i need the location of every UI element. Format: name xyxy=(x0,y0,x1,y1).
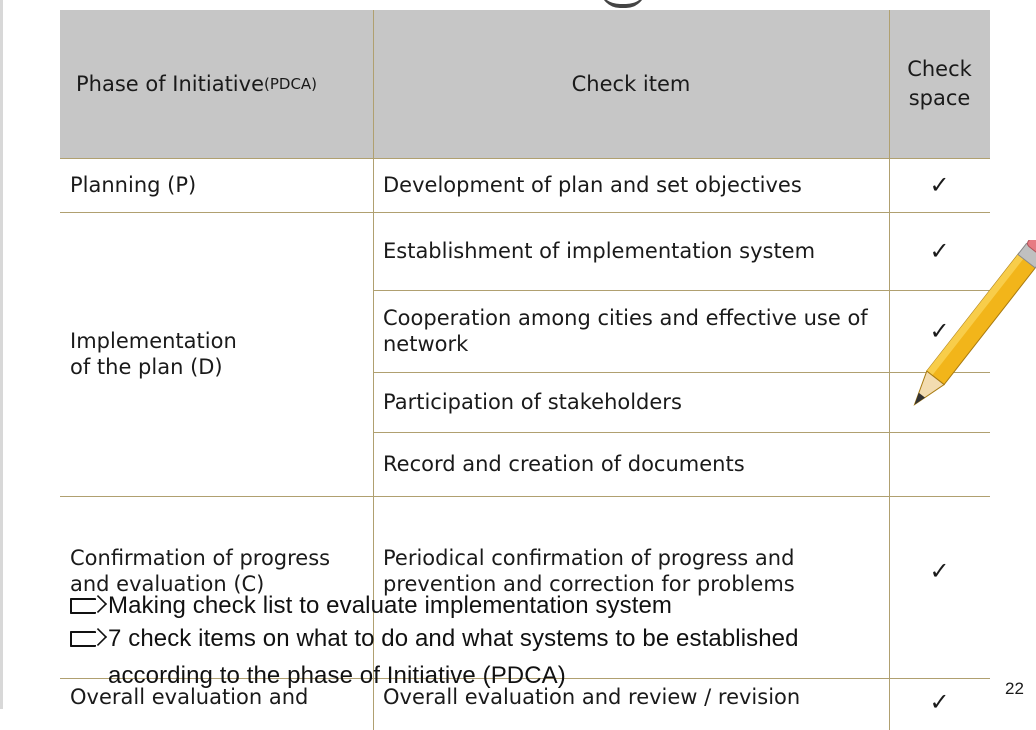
phase-cell-implementation: Implementation of the plan (D) xyxy=(70,328,237,379)
table-row: Cooperation among cities and effective u… xyxy=(60,290,990,372)
header-phase: Phase of Initiative(PDCA) xyxy=(60,10,373,158)
overlay-line-3: according to the phase of Initiative (PD… xyxy=(108,662,566,689)
row-divider xyxy=(373,290,990,291)
table-row: Establishment of implementation system ✓ xyxy=(60,212,990,290)
header-check-space-line2: space xyxy=(908,86,971,110)
check-item-cell: Periodical confirmation of progress and … xyxy=(383,545,795,596)
checkmark-icon[interactable]: ✓ xyxy=(929,688,950,716)
table-row: Record and creation of documents xyxy=(60,432,990,496)
title-fragment xyxy=(600,0,660,8)
phase-cell-overall: Overall evaluation and xyxy=(70,684,309,709)
overlay-line-2: 7 check items on what to do and what sys… xyxy=(68,625,799,653)
page-number: 22 xyxy=(1005,679,1024,698)
phase-cell: Planning (P) xyxy=(70,172,197,197)
table-row: Participation of stakeholders xyxy=(60,372,990,432)
check-item-cell: Establishment of implementation system xyxy=(383,238,816,263)
checkmark-icon[interactable]: ✓ xyxy=(929,171,950,199)
header-check-space-line1: Check xyxy=(907,56,972,81)
check-item-cell: Cooperation among cities and effective u… xyxy=(383,305,868,356)
table-row: Overall evaluation and Overall evaluatio… xyxy=(60,678,990,728)
header-phase-label: Phase of Initiative xyxy=(76,71,264,96)
check-item-cell: Development of plan and set objectives xyxy=(383,172,802,197)
check-item-cell: Overall evaluation and review / revision xyxy=(383,684,801,709)
header-phase-suffix: (PDCA) xyxy=(264,74,318,93)
row-divider xyxy=(373,372,990,373)
arrow-icon xyxy=(68,627,104,649)
phase-cell-confirmation: Confirmation of progress and evaluation … xyxy=(70,545,331,596)
table-row: Planning (P) Development of plan and set… xyxy=(60,158,990,212)
checkmark-icon[interactable]: ✓ xyxy=(929,557,950,585)
table-header: Phase of Initiative(PDCA) Check item Che… xyxy=(60,10,990,158)
table-row: Confirmation of progress and evaluation … xyxy=(60,496,990,678)
column-divider xyxy=(889,10,890,730)
checkmark-icon[interactable]: ✓ xyxy=(929,317,950,345)
check-item-cell: Record and creation of documents xyxy=(383,451,745,476)
row-divider xyxy=(60,158,990,159)
check-item-cell: Participation of stakeholders xyxy=(383,389,682,414)
check-space-cell[interactable] xyxy=(889,432,990,496)
header-check-space: Check space xyxy=(889,10,990,158)
header-check-item: Check item xyxy=(571,71,691,96)
pencil-icon xyxy=(913,240,1036,406)
overlay-line-1: Making check list to evaluate implementa… xyxy=(68,592,672,620)
row-divider xyxy=(60,678,990,679)
row-divider xyxy=(373,432,990,433)
arrow-icon xyxy=(68,594,104,616)
checkmark-icon[interactable]: ✓ xyxy=(929,237,950,265)
column-divider xyxy=(373,10,374,730)
row-divider xyxy=(60,496,990,497)
row-divider xyxy=(60,212,990,213)
left-border xyxy=(0,0,3,709)
